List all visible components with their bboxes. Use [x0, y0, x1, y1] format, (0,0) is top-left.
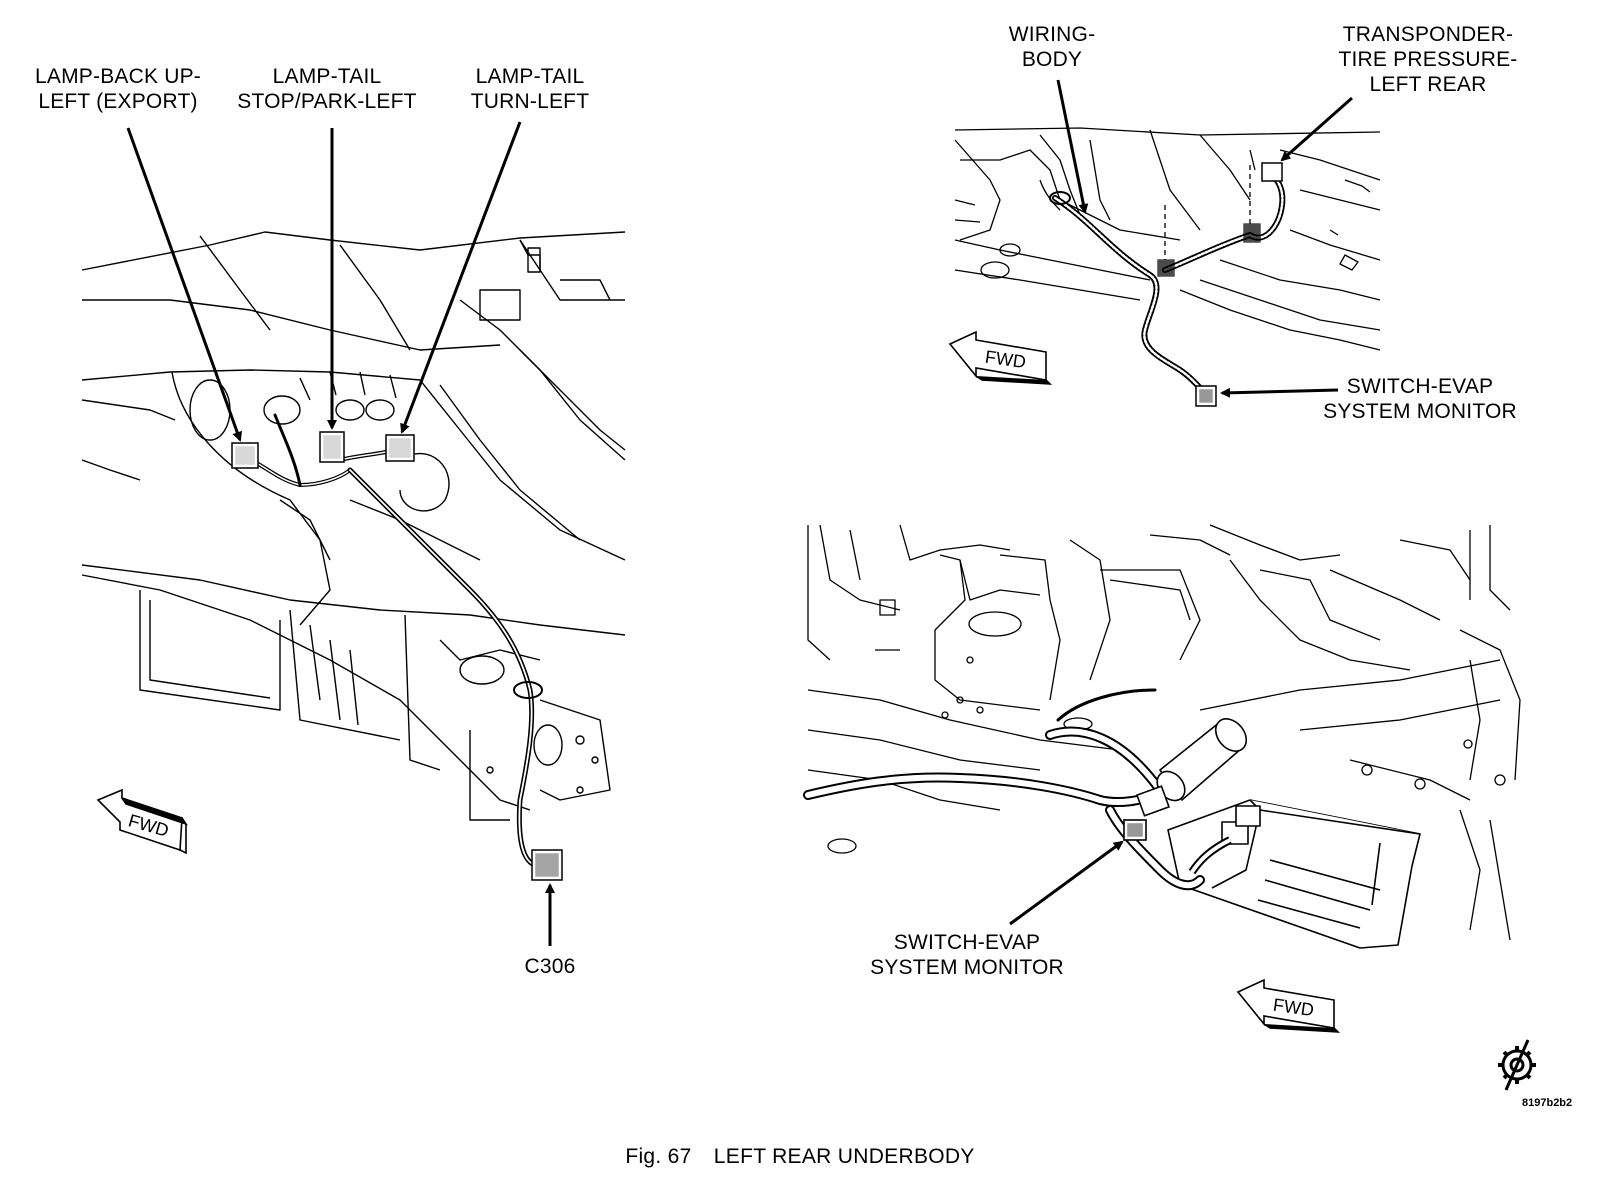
callout-line: LEFT (EXPORT) [38, 90, 198, 113]
gear-slash-icon [1498, 1039, 1536, 1091]
top-right-fwd-arrow [948, 330, 1053, 385]
bottom-right-body-structure [807, 524, 1521, 941]
callout-switch-evap-system-monitor-bottom: SWITCH-EVAP SYSTEM MONITOR [862, 930, 1072, 980]
bottom-right-purge-valve [1123, 718, 1248, 841]
callout-line: C306 [524, 955, 576, 978]
switch-evap-connector-bottom [1123, 819, 1147, 841]
left-view-body-structure [81, 231, 626, 821]
left-view-connectors [231, 431, 563, 881]
top-right-leader-lines [1056, 79, 1353, 398]
reference-code: 8197b2b2 [1522, 1097, 1573, 1109]
bottom-right-hoses [803, 688, 1205, 891]
callout-line: WIRING- [1008, 23, 1096, 46]
top-right-connectors [1157, 162, 1283, 407]
bottom-right-fwd-arrow [1236, 978, 1341, 1033]
callout-transponder-tire-pressure-left-rear: TRANSPONDER- TIRE PRESSURE- LEFT REAR [1328, 22, 1528, 97]
callout-line: LEFT REAR [1369, 73, 1487, 96]
lamp-tail-stop-connector [319, 431, 345, 463]
lamp-back-up-connector [231, 442, 259, 469]
callout-c306: C306 [510, 954, 590, 979]
lamp-tail-turn-connector [385, 434, 415, 462]
callout-line: SYSTEM MONITOR [870, 956, 1064, 979]
callout-line: STOP/PARK-LEFT [237, 90, 417, 113]
callout-line: TIRE PRESSURE- [1338, 48, 1518, 71]
callout-line: LAMP-TAIL [475, 65, 585, 88]
top-right-body-structure [954, 127, 1381, 351]
callout-line: TRANSPONDER- [1342, 23, 1514, 46]
callout-wiring-body: WIRING- BODY [992, 22, 1112, 72]
callout-switch-evap-system-monitor-top: SWITCH-EVAP SYSTEM MONITOR [1315, 374, 1525, 424]
callout-line: SWITCH-EVAP [1346, 375, 1494, 398]
c306-connector [531, 849, 563, 881]
left-view-leader-lines [126, 121, 555, 946]
callout-lamp-tail-stop-park-left: LAMP-TAIL STOP/PARK-LEFT [222, 64, 432, 114]
tire-pressure-transponder-connector [1261, 162, 1283, 182]
figure-caption: Fig. 67 LEFT REAR UNDERBODY [0, 1145, 1600, 1169]
switch-evap-connector-top [1195, 385, 1217, 407]
figure-title: LEFT REAR UNDERBODY [713, 1145, 975, 1168]
callout-lamp-tail-turn-left: LAMP-TAIL TURN-LEFT [455, 64, 605, 114]
callout-line: LAMP-TAIL [272, 65, 382, 88]
figure-number: Fig. 67 [625, 1145, 692, 1168]
bottom-right-leader-lines [1009, 840, 1124, 926]
callout-lamp-back-up-left: LAMP-BACK UP- LEFT (EXPORT) [18, 64, 218, 114]
callout-line: LAMP-BACK UP- [35, 65, 201, 88]
bottom-right-evap-canister [1167, 799, 1421, 949]
callout-line: SWITCH-EVAP [893, 931, 1041, 954]
callout-line: BODY [1021, 48, 1083, 71]
left-fwd-arrow [96, 788, 188, 855]
callout-line: SYSTEM MONITOR [1323, 400, 1517, 423]
top-right-wiring-harness [1049, 172, 1286, 398]
callout-line: TURN-LEFT [470, 90, 590, 113]
